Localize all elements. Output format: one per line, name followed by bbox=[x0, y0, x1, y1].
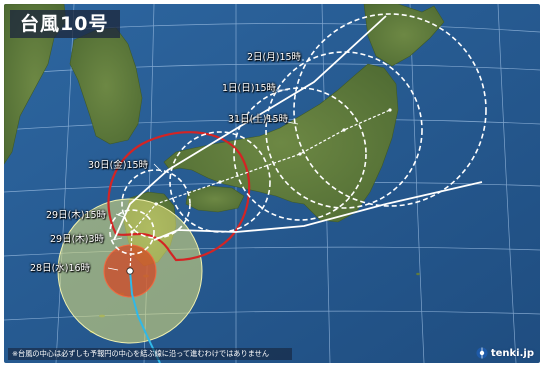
tenki-logo-icon bbox=[476, 347, 488, 359]
typhoon-map: 台風10号 2日(月)15時 1日(日)15時 31日(土)15時 30日(金)… bbox=[4, 4, 540, 363]
forecast-points bbox=[130, 108, 392, 234]
typhoon-center-marker bbox=[126, 267, 134, 275]
forecast-label-29th-15h: 29日(木)15時 bbox=[46, 210, 107, 221]
forecast-envelope bbox=[113, 15, 483, 241]
brand-name: tenki.jp bbox=[490, 347, 534, 359]
map-canvas bbox=[4, 4, 540, 363]
warning-area-outline bbox=[107, 131, 251, 262]
forecast-label-29th-3h: 29日(木)3時 bbox=[50, 234, 105, 245]
forecast-label-2nd-15h: 2日(月)15時 bbox=[247, 52, 302, 63]
forecast-label-30th-15h: 30日(金)15時 bbox=[88, 160, 149, 171]
label-leaders bbox=[107, 59, 304, 271]
forecast-circles bbox=[109, 13, 487, 255]
forecast-label-28th-16h: 28日(水)16時 bbox=[30, 263, 91, 274]
past-track bbox=[129, 270, 161, 363]
forecast-label-31st-15h: 31日(土)15時 bbox=[228, 114, 289, 125]
footnote: ※台風の中心は必ずしも予報円の中心を結ぶ線に沿って進むわけではありません bbox=[8, 348, 292, 360]
brand-logo: tenki.jp bbox=[476, 346, 534, 360]
forecast-label-1st-15h: 1日(日)15時 bbox=[222, 83, 277, 94]
typhoon-title: 台風10号 bbox=[10, 10, 121, 38]
